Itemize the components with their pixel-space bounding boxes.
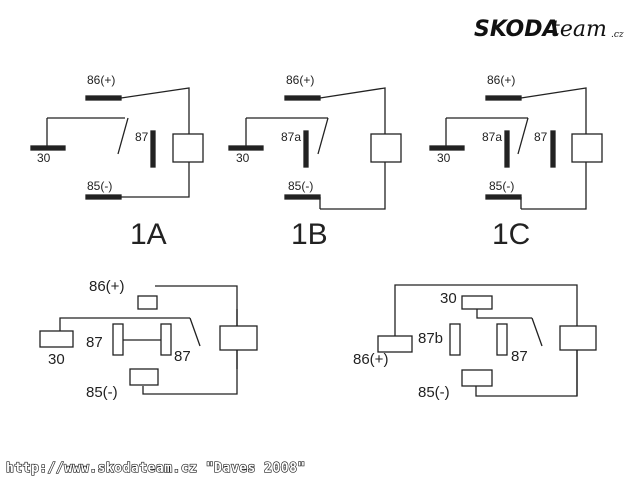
label-30: 30: [437, 151, 451, 165]
switch-arm: [517, 117, 529, 155]
pin-30-contact: [30, 145, 66, 151]
label-86: 86(+): [353, 351, 388, 368]
brand-logo-part3: .cz: [611, 30, 624, 40]
pin-85-contact: [485, 194, 522, 200]
switch-arm: [531, 317, 543, 347]
label-87: 87: [534, 130, 548, 144]
diagram-title-1a: 1A: [130, 218, 167, 251]
switch-arm: [317, 117, 329, 155]
pin-86-contact: [284, 95, 321, 101]
pin-85-contact: [284, 194, 321, 200]
coil-block: [219, 325, 258, 351]
relay-socket-layout-a: [39, 285, 258, 395]
pin-86-contact: [85, 95, 122, 101]
label-86: 86(+): [487, 73, 515, 87]
label-86: 86(+): [286, 73, 314, 87]
pin-85-terminal: [461, 369, 493, 387]
label-87b: 87b: [418, 330, 443, 347]
label-86: 86(+): [87, 73, 115, 87]
footer-credit: http://www.skodateam.cz "Daves 2008": [6, 461, 306, 476]
coil-wire-top: [520, 87, 587, 134]
pin-87a-contact: [303, 130, 309, 168]
label-87: 87: [511, 348, 528, 365]
pin-30-contact: [429, 145, 465, 151]
pin-30-terminal: [39, 330, 74, 348]
pin-30-terminal: [461, 295, 493, 310]
pin-86-terminal: [137, 295, 158, 310]
coil-wire-bottom: [320, 162, 386, 210]
coil: [172, 133, 204, 163]
pin-86-contact: [485, 95, 522, 101]
label-30: 30: [37, 151, 51, 165]
pin-87-terminal: [496, 323, 508, 356]
pin-87-terminal-right: [160, 323, 172, 356]
relay-socket-layout-b: [377, 284, 597, 397]
label-87a: 87a: [482, 130, 502, 144]
coil-wire-top: [319, 87, 386, 134]
pin-87a-contact: [504, 130, 510, 168]
pin-87b-terminal: [449, 323, 461, 356]
brand-logo-part1: SKODA: [474, 17, 559, 42]
label-85: 85(-): [418, 384, 450, 401]
brand-logo-part2: team: [551, 17, 607, 42]
coil-wire-top: [120, 87, 190, 134]
coil: [571, 133, 603, 163]
label-30: 30: [440, 290, 457, 307]
label-86: 86(+): [89, 278, 124, 295]
label-87a: 87a: [281, 130, 301, 144]
relay-diagram-1a: [30, 87, 204, 200]
coil-loop-wire: [142, 285, 238, 395]
label-87-right: 87: [174, 348, 191, 365]
pin-85-terminal: [129, 368, 159, 386]
switch-arm: [117, 117, 129, 155]
label-30: 30: [236, 151, 250, 165]
relay-diagram-1c: [429, 87, 603, 210]
label-30: 30: [48, 351, 65, 368]
coil: [370, 133, 402, 163]
diagram-title-1c: 1C: [492, 218, 530, 251]
pin-87-terminal-left: [112, 323, 124, 356]
pin-30-contact: [228, 145, 264, 151]
pin-87-contact: [550, 130, 556, 168]
label-85: 85(-): [86, 384, 118, 401]
pin-86-terminal: [377, 335, 413, 353]
switch-wire: [476, 309, 532, 319]
switch-arm: [189, 317, 201, 347]
label-85: 85(-): [288, 179, 313, 193]
coil-wire-bottom: [521, 162, 587, 210]
label-87: 87: [135, 130, 149, 144]
coil-wire-bottom: [120, 162, 190, 198]
label-85: 85(-): [87, 179, 112, 193]
pin-85-contact: [85, 194, 122, 200]
diagram-title-1b: 1B: [291, 218, 328, 251]
label-85: 85(-): [489, 179, 514, 193]
relay-diagram-1b: [228, 87, 402, 210]
coil-block: [559, 325, 597, 351]
label-87-left: 87: [86, 334, 103, 351]
pin-87-contact: [150, 130, 156, 168]
switch-wire: [59, 317, 190, 331]
brand-logo: SKODA team .cz: [474, 17, 624, 42]
